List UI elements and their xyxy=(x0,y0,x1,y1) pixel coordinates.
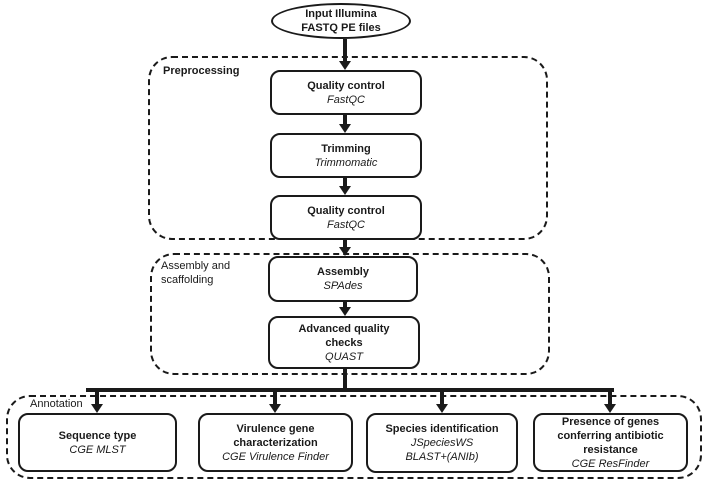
node-title: Trimming xyxy=(321,142,371,155)
connector-branch-to-species xyxy=(440,390,444,405)
node-tool: SPAdes xyxy=(323,280,363,292)
preprocessing-section-label: Preprocessing xyxy=(163,65,240,77)
node-sequence-type: Sequence type CGE MLST xyxy=(18,413,177,472)
arrowhead-down-icon xyxy=(604,404,616,413)
connector-branch-to-virulence xyxy=(273,390,277,405)
arrowhead-down-icon xyxy=(269,404,281,413)
input-node-label: Input Illumina FASTQ PE files xyxy=(301,8,381,34)
node-title: Quality control xyxy=(307,204,385,217)
node-title: Quality control xyxy=(307,79,385,92)
node-virulence-gene-characterization: Virulence gene characterization CGE Viru… xyxy=(198,413,353,472)
node-title: Advanced quality checks xyxy=(298,322,390,349)
connector-quast-to-branch xyxy=(343,369,347,390)
connector-branch-to-resistance xyxy=(608,390,612,405)
branch-horizontal-line xyxy=(86,388,614,392)
node-title: Sequence type xyxy=(58,429,137,442)
node-tool: QUAST xyxy=(325,350,363,363)
node-tool: FastQC xyxy=(327,218,365,231)
node-assembly: Assembly SPAdes xyxy=(268,256,418,302)
arrowhead-down-icon xyxy=(339,186,351,195)
arrowhead-down-icon xyxy=(339,307,351,316)
node-quality-control-1: Quality control FastQC xyxy=(270,70,422,115)
arrowhead-down-icon xyxy=(436,404,448,413)
node-quality-control-2: Quality control FastQC xyxy=(270,195,422,240)
node-trimming: Trimming Trimmomatic xyxy=(270,133,422,178)
node-tool: CGE MLST xyxy=(69,443,126,456)
arrowhead-down-icon xyxy=(91,404,103,413)
node-antibiotic-resistance-genes: Presence of genes conferring antibiotic … xyxy=(533,413,688,472)
connector-qc2-to-assembly xyxy=(343,240,347,248)
node-title: Assembly xyxy=(317,266,369,278)
node-species-identification: Species identification JSpeciesWS BLAST+… xyxy=(366,413,518,473)
input-terminator-node: Input Illumina FASTQ PE files xyxy=(271,3,411,39)
node-tool: CGE Virulence Finder xyxy=(222,450,329,463)
arrowhead-down-icon xyxy=(339,124,351,133)
connector-input-to-qc1 xyxy=(343,39,347,62)
connector-assembly-to-quast xyxy=(343,302,347,308)
connector-trimming-to-qc2 xyxy=(343,178,347,187)
node-advanced-quality-checks: Advanced quality checks QUAST xyxy=(268,316,420,369)
arrowhead-down-icon xyxy=(339,247,351,256)
node-tool: JSpeciesWS BLAST+(ANIb) xyxy=(405,437,479,463)
node-title: Presence of genes conferring antibiotic … xyxy=(557,415,664,456)
node-tool: FastQC xyxy=(327,93,365,106)
node-title: Virulence gene characterization xyxy=(233,422,318,449)
annotation-section-label: Annotation xyxy=(30,398,83,410)
arrowhead-down-icon xyxy=(339,61,351,70)
connector-branch-to-sequence-type xyxy=(95,390,99,405)
node-tool: Trimmomatic xyxy=(314,156,378,169)
assembly-scaffolding-section-label: Assembly and scaffolding xyxy=(161,260,231,286)
node-title: Species identification xyxy=(385,423,499,435)
annotation-section-box xyxy=(6,395,702,479)
node-tool: CGE ResFinder xyxy=(571,457,650,470)
connector-qc1-to-trimming xyxy=(343,115,347,125)
